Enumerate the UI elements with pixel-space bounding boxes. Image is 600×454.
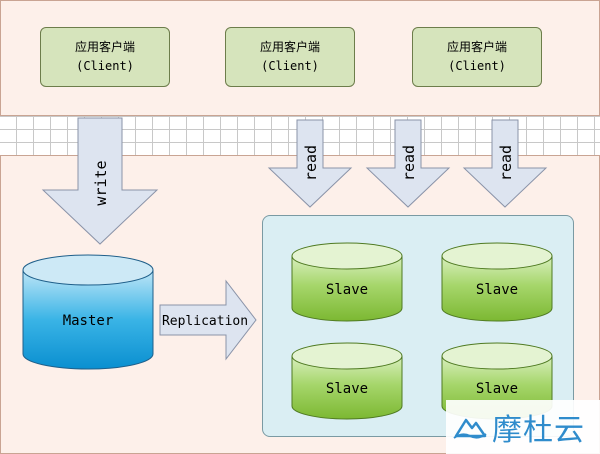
- slave-database-cylinder-2: Slave: [441, 242, 553, 322]
- slave-3-label: Slave: [326, 381, 368, 397]
- client-1-title: 应用客户端: [74, 40, 135, 54]
- replication-arrow: Replication: [159, 279, 257, 361]
- slave-1-label: Slave: [326, 282, 368, 298]
- client-1-subtitle: (Client): [76, 59, 134, 73]
- replication-arrow-label: Replication: [162, 314, 248, 329]
- slave-database-cylinder-3: Slave: [291, 342, 403, 420]
- client-box-3: 应用客户端 (Client): [412, 27, 542, 87]
- slave-2-label: Slave: [476, 282, 518, 298]
- master-database-cylinder: Master: [22, 254, 154, 370]
- client-box-2: 应用客户端 (Client): [225, 27, 355, 87]
- slave-4-label: Slave: [476, 381, 518, 397]
- read-arrow-1: read: [267, 119, 353, 208]
- cloud-mountain-logo-icon: [453, 418, 487, 439]
- read-arrow-3-label: read: [497, 145, 515, 181]
- client-3-subtitle: (Client): [448, 59, 506, 73]
- watermark: 摩杜云: [446, 400, 600, 454]
- client-box-1: 应用客户端 (Client): [40, 27, 170, 87]
- client-2-title: 应用客户端: [259, 40, 320, 54]
- client-2-subtitle: (Client): [261, 59, 319, 73]
- master-label: Master: [63, 313, 114, 329]
- read-arrow-2-label: read: [400, 145, 418, 181]
- watermark-text: 摩杜云: [492, 413, 585, 448]
- read-arrow-1-label: read: [302, 145, 320, 181]
- read-arrow-3: read: [462, 119, 548, 208]
- write-arrow: write: [41, 117, 159, 245]
- read-arrow-2: read: [365, 119, 451, 208]
- client-3-title: 应用客户端: [446, 40, 507, 54]
- write-arrow-label: write: [92, 160, 110, 205]
- slave-database-cylinder-1: Slave: [291, 242, 403, 322]
